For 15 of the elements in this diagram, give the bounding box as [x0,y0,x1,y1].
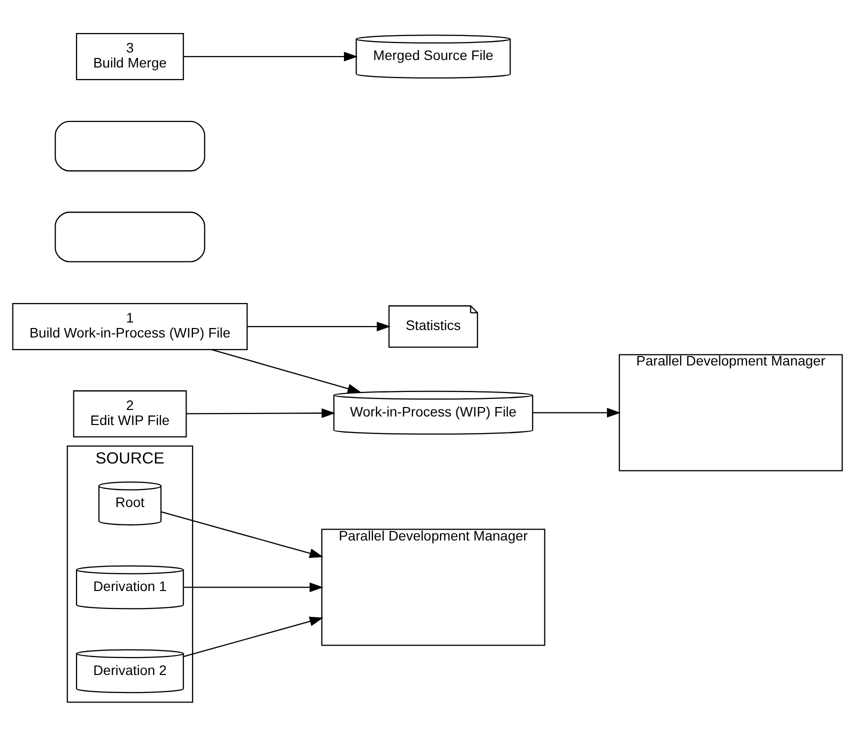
node-oval [54,120,206,172]
arrow [184,582,324,592]
arrow [160,511,324,558]
arrow [211,348,362,394]
arrow [184,52,358,62]
arrow [247,322,391,332]
node-box: 2 Edit WIP File [73,390,187,438]
arrow [186,408,336,418]
node-box: 1 Build Work-in-Process (WIP) File [12,303,248,350]
node-box: Parallel Development Manager [321,528,546,646]
arrow [532,408,621,418]
node-box: 3 Build Merge [76,33,184,80]
arrow [183,616,324,658]
node-oval [54,212,206,262]
node-box: Parallel Development Manager [618,354,843,472]
